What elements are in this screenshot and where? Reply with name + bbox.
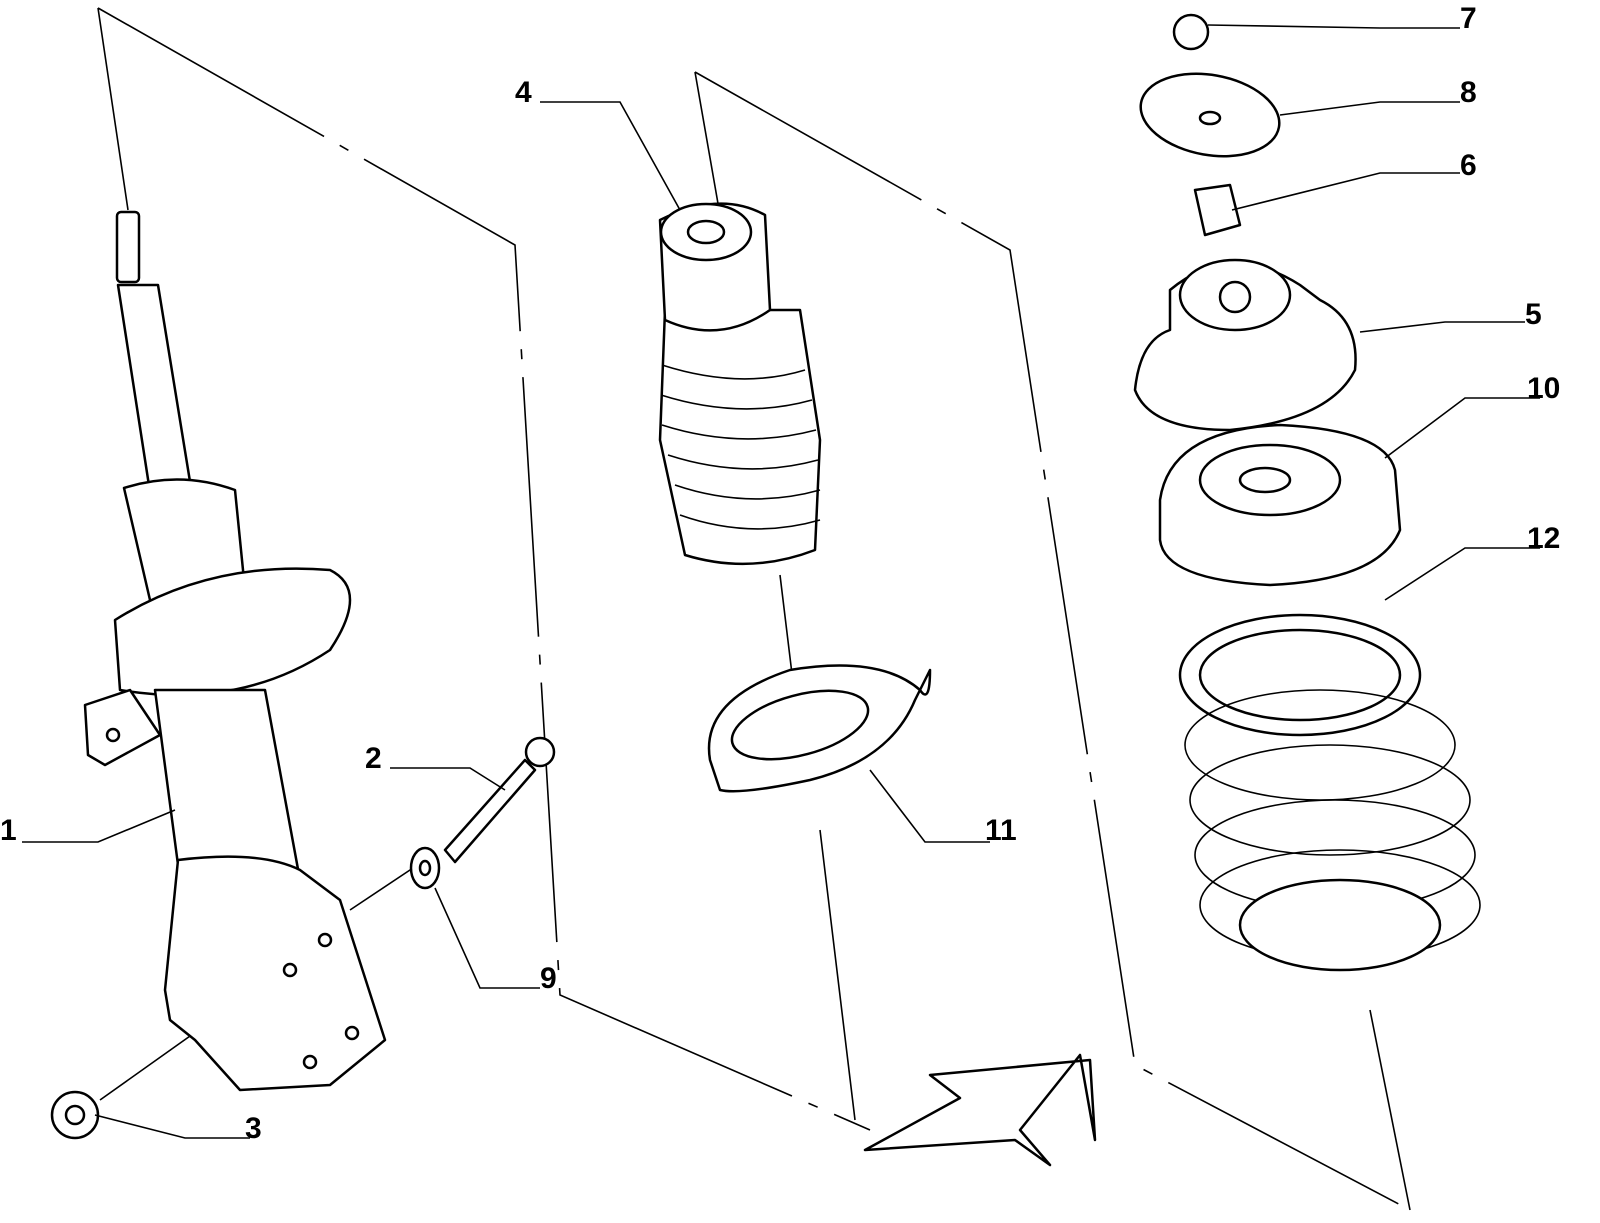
callout-10: 10 [1527,372,1560,405]
callout-5: 5 [1525,298,1542,331]
callout-7: 7 [1460,2,1477,35]
lower-spring-seat [707,664,932,793]
dust-boot [658,202,822,566]
top-mount [1133,258,1357,432]
callout-2: 2 [365,742,382,775]
callout-11: 11 [985,814,1017,847]
nut-6 [1193,183,1242,237]
direction-arrow [863,1053,1097,1167]
callout-3: 3 [245,1112,262,1145]
callout-9: 9 [540,962,557,995]
coil-spring [1178,613,1481,972]
strut-assembly [83,210,387,1092]
leader-lines [22,24,1540,1139]
upper-spring-seat [1158,423,1402,587]
bolt [443,736,556,864]
callout-1: 1 [0,814,17,847]
callout-8: 8 [1460,76,1477,109]
callout-12: 12 [1527,522,1560,555]
nut-7 [1172,13,1210,51]
callout-6: 6 [1460,149,1477,182]
assembly-planes [97,7,1411,1211]
callout-4: 4 [515,76,532,109]
